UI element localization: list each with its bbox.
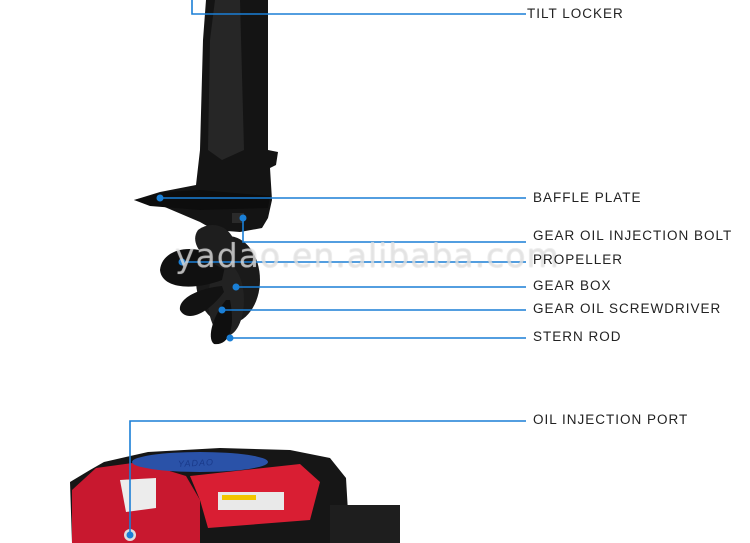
dot-oil-injection-port (126, 531, 134, 539)
dot-baffle-plate (156, 194, 164, 202)
dot-propeller (178, 258, 186, 266)
label-stern-rod: STERN ROD (533, 329, 622, 344)
leader-lines (129, 0, 526, 535)
label-gear-box: GEAR BOX (533, 278, 612, 293)
leader-dots (126, 194, 247, 539)
label-baffle-plate: BAFFLE PLATE (533, 190, 642, 205)
dot-stern-rod (226, 334, 234, 342)
engine-head-image (70, 448, 400, 543)
dot-gear-box (232, 283, 240, 291)
lower-unit-image (134, 0, 278, 345)
label-propeller: PROPELLER (533, 252, 624, 267)
watermark: yadao.en.alibaba.com (175, 236, 560, 275)
brand-logo: YADAO (177, 457, 215, 469)
label-tilt-locker: TILT LOCKER (527, 6, 624, 21)
dot-gear-oil-screwdriver (218, 306, 226, 314)
label-oil-injection-port: OIL INJECTION PORT (533, 412, 689, 427)
label-gear-oil-screwdriver: GEAR OIL SCREWDRIVER (533, 301, 722, 316)
dot-gear-oil-injection-bolt (239, 214, 247, 222)
label-gear-oil-injection-bolt: GEAR OIL INJECTION BOLT (533, 228, 733, 243)
